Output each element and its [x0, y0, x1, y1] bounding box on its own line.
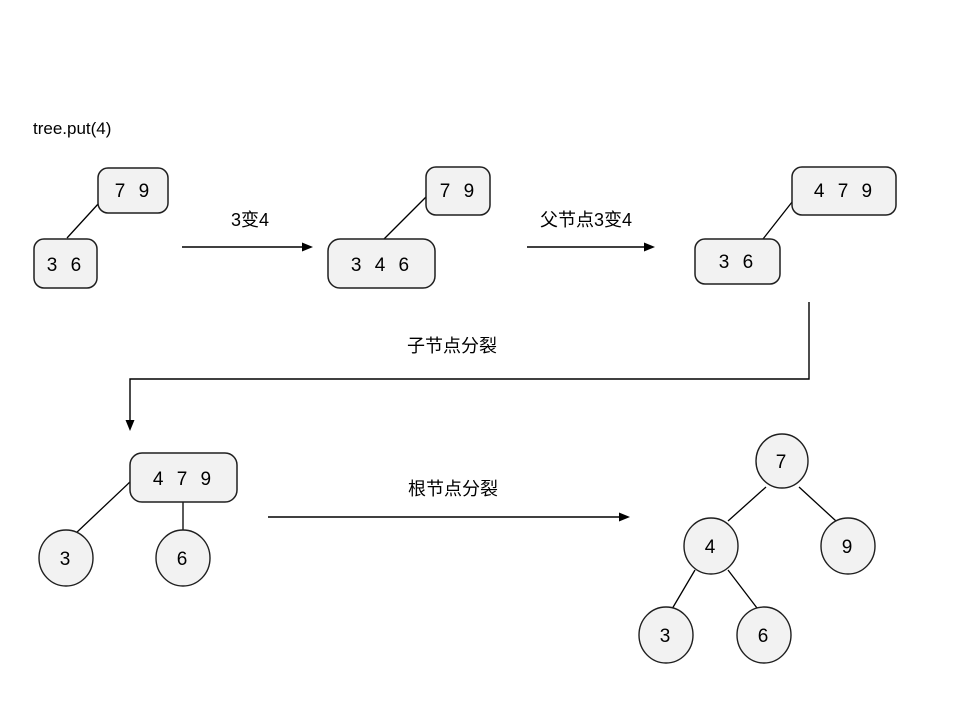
stage5-root-circle	[755, 433, 809, 489]
stage3-edge	[762, 196, 797, 240]
stage2-child-box	[327, 238, 436, 289]
transition3-arrow: 子节点分裂	[125, 302, 810, 431]
transition4-arrowhead	[619, 512, 630, 522]
stage5-left-circle	[683, 517, 739, 575]
stage2-root-label: 7 9	[440, 181, 476, 202]
stage5-right-circle	[820, 517, 876, 575]
stage2-root-box	[425, 166, 491, 216]
stage4-root-box	[129, 452, 238, 503]
transition1-arrow: 3变4	[182, 210, 313, 252]
stage5-edge-7-4	[727, 486, 767, 522]
stage1-edge	[66, 202, 100, 239]
diagram-title: tree.put(4)	[33, 119, 111, 138]
transition2-label: 父节点3变4	[540, 210, 632, 230]
transition1-label: 3变4	[231, 210, 269, 230]
stage1-root-label: 7 9	[115, 181, 151, 202]
stage3-root-label: 4 7 9	[814, 181, 874, 202]
stage5-left-label: 4	[705, 537, 718, 558]
stage5-leftleft-circle	[638, 606, 694, 664]
stage4-left-circle	[38, 529, 94, 587]
stage5-edge-4-6	[727, 569, 758, 609]
stage3-root-box	[791, 166, 897, 216]
transition3-line	[129, 302, 810, 421]
stage1-child-label: 3 6	[47, 255, 83, 276]
stage4-edge-left	[74, 480, 132, 535]
stage5-leftleft-label: 3	[660, 626, 673, 647]
stage4-left-label: 3	[60, 549, 73, 570]
stage5-tree: 7 4 9 3 6	[638, 433, 876, 664]
transition2-arrowhead	[644, 242, 655, 252]
stage3-child-box	[694, 238, 781, 285]
transition1-arrowhead	[302, 242, 313, 252]
stage5-edge-4-3	[671, 569, 696, 610]
transition4-arrow: 根节点分裂	[268, 479, 630, 522]
stage5-leftright-circle	[736, 606, 792, 664]
stage2-edge	[383, 195, 428, 240]
stage2-child-label: 3 4 6	[351, 255, 411, 276]
stage2-tree: 7 9 3 4 6	[327, 166, 491, 289]
stage5-root-label: 7	[776, 452, 789, 473]
transition4-label: 根节点分裂	[408, 479, 498, 499]
stage5-edge-7-9	[798, 486, 837, 522]
stage1-tree: 7 9 3 6	[33, 167, 169, 289]
stage4-right-circle	[155, 529, 211, 587]
stage3-tree: 4 7 9 3 6	[694, 166, 897, 285]
transition3-label: 子节点分裂	[407, 336, 497, 356]
stage4-right-label: 6	[177, 549, 190, 570]
stage5-leftright-label: 6	[758, 626, 771, 647]
stage4-root-label: 4 7 9	[153, 469, 213, 490]
stage5-right-label: 9	[842, 537, 855, 558]
stage4-tree: 4 7 9 3 6	[38, 452, 238, 587]
stage1-child-box	[33, 238, 98, 289]
transition2-arrow: 父节点3变4	[527, 210, 655, 252]
transition3-arrowhead	[125, 420, 135, 431]
stage3-child-label: 3 6	[719, 252, 755, 273]
stage1-root-box	[97, 167, 169, 214]
